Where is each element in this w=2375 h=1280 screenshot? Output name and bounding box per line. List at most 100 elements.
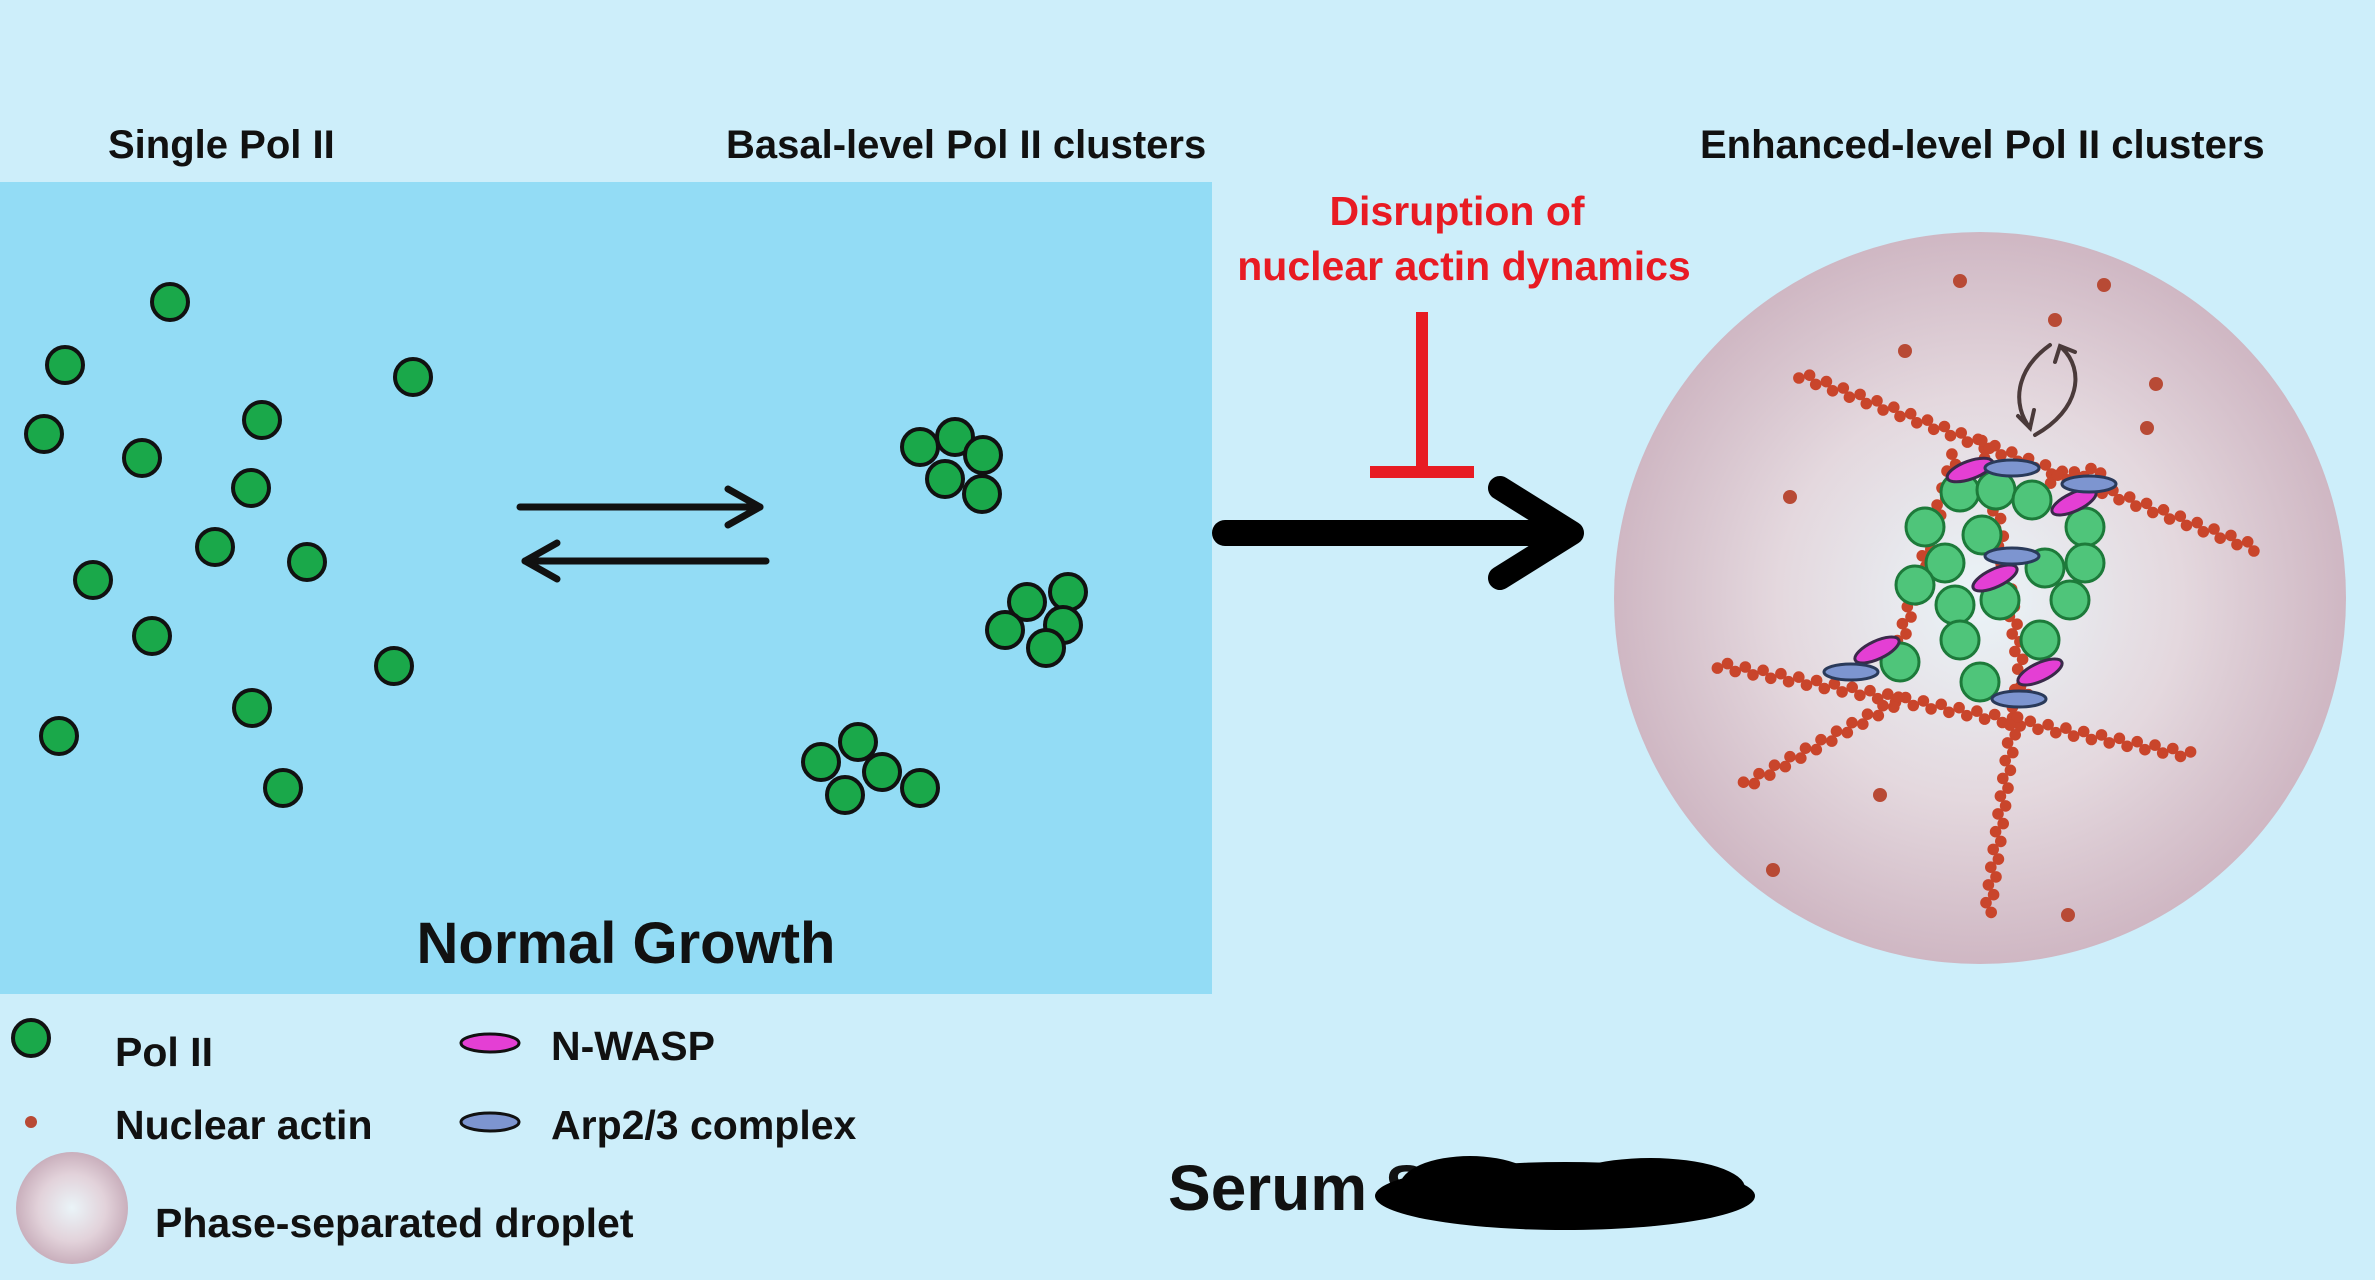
exchange-arrow-out: [2033, 346, 2078, 437]
redaction-scribble: [1375, 1156, 1755, 1230]
actin-bead: [1729, 665, 1741, 678]
pol2-dot: [150, 282, 190, 322]
actin-bead: [1753, 767, 1765, 780]
actin-bead: [1900, 628, 1912, 640]
heading-basal-clusters: Basal-level Pol II clusters: [726, 123, 1206, 167]
cluster-2: [985, 572, 1088, 668]
actin-bead: [1854, 388, 1866, 401]
actin-bead: [1782, 675, 1795, 688]
actin-bead: [1872, 709, 1885, 722]
actin-bead: [1935, 698, 1947, 711]
pol2-dot: [1934, 584, 1976, 626]
actin-bead: [1828, 678, 1841, 690]
actin-bead: [2001, 737, 2014, 749]
pol2-dot: [2064, 542, 2106, 584]
normal-growth-label: Normal Growth: [417, 911, 836, 976]
actin-monomer: [1766, 863, 1780, 877]
transition-arrow: [1212, 476, 1584, 590]
heading-enhanced-clusters: Enhanced-level Pol II clusters: [1700, 123, 2265, 167]
pol2-dot: [2049, 579, 2091, 621]
actin-bead: [1944, 429, 1957, 442]
actin-monomer: [2061, 908, 2075, 922]
pol2-dot: [925, 459, 965, 499]
actin-bead: [1994, 790, 2007, 802]
actin-bead: [1779, 760, 1792, 773]
actin-monomer: [2097, 278, 2111, 292]
actin-bead: [1888, 401, 1900, 414]
arp23-mark: [1822, 662, 1880, 682]
pol2-dot: [287, 542, 327, 582]
actin-bead: [1905, 611, 1917, 623]
actin-bead: [1871, 395, 1883, 407]
pol2-dot: [838, 722, 878, 762]
actin-bead: [2103, 737, 2115, 749]
actin-bead: [1784, 750, 1796, 763]
actin-monomer: [2048, 313, 2062, 327]
actin-bead: [1857, 718, 1869, 730]
free-actin-dots: [1766, 274, 2163, 922]
actin-bead: [2042, 718, 2054, 731]
actin-bead: [1994, 512, 2007, 525]
pol2-dot: [393, 357, 433, 397]
actin-bead: [2157, 504, 2170, 516]
actin-bead: [1826, 735, 1838, 747]
arp23-mark: [1983, 458, 2041, 478]
pol2-dot: [1924, 542, 1966, 584]
actin-bead: [1990, 871, 2002, 883]
actin-bead: [2147, 506, 2159, 519]
actin-bead: [1892, 691, 1905, 703]
pol2-dot: [825, 775, 865, 815]
actin-monomer: [2140, 421, 2154, 435]
exchange-arrow-in-head: [2016, 408, 2036, 432]
actin-bead: [2002, 782, 2014, 794]
transition-arrow-head: [1488, 476, 1584, 590]
actin-bead: [1841, 726, 1854, 739]
actin-bead: [1826, 385, 1839, 397]
actin-bead: [1980, 896, 1992, 909]
actin-bead: [2007, 746, 2019, 759]
actin-bead: [1860, 397, 1873, 410]
arp23-mark: [1983, 546, 2041, 566]
pol2-dot: [900, 427, 940, 467]
actin-bead: [2231, 538, 2243, 551]
actin-bead: [1997, 772, 2009, 785]
pol2-dot: [862, 752, 902, 792]
pol2-dot: [900, 768, 940, 808]
legend-nwasp-label: N-WASP: [551, 1023, 715, 1069]
cluster-1: [900, 417, 1003, 514]
actin-bead: [1938, 420, 1951, 433]
actin-bead: [1810, 674, 1823, 687]
exchange-arrows: [2016, 343, 2078, 437]
actin-bead: [1764, 769, 1776, 781]
pol2-dot: [1026, 628, 1066, 668]
actin-bead: [1815, 733, 1827, 746]
pol2-dot: [195, 527, 235, 567]
redaction-blob: [1400, 1156, 1540, 1216]
actin-bead: [2009, 645, 2021, 658]
actin-bead: [1768, 759, 1781, 771]
pol2-dot: [1961, 514, 2003, 556]
heading-single-pol2: Single Pol II: [108, 123, 335, 167]
actin-bead: [1931, 499, 1943, 511]
actin-bead: [1747, 669, 1759, 681]
actin-bead: [1877, 699, 1889, 712]
actin-bead: [1997, 817, 2009, 830]
droplet-pol2: [1879, 469, 2106, 703]
actin-bead: [2140, 497, 2153, 510]
legend-arp23-label: Arp2/3 complex: [551, 1102, 857, 1148]
pol2-dot: [801, 742, 841, 782]
actin-filaments: [1711, 369, 2260, 919]
actin-bead: [1978, 713, 1991, 725]
actin-bead: [1987, 888, 2000, 901]
actin-bead: [1861, 708, 1874, 720]
actin-bead: [2006, 446, 2018, 458]
pol2-dot: [73, 560, 113, 600]
legend-pol2-label: Pol II: [115, 1029, 213, 1075]
actin-bead: [1985, 861, 1997, 873]
actin-bead: [1711, 662, 1724, 674]
actin-bead: [1737, 776, 1750, 788]
pol2-dot: [232, 688, 272, 728]
actin-bead: [2214, 532, 2226, 544]
actin-bead: [1765, 672, 1777, 685]
pol2-dot: [1959, 661, 2001, 703]
